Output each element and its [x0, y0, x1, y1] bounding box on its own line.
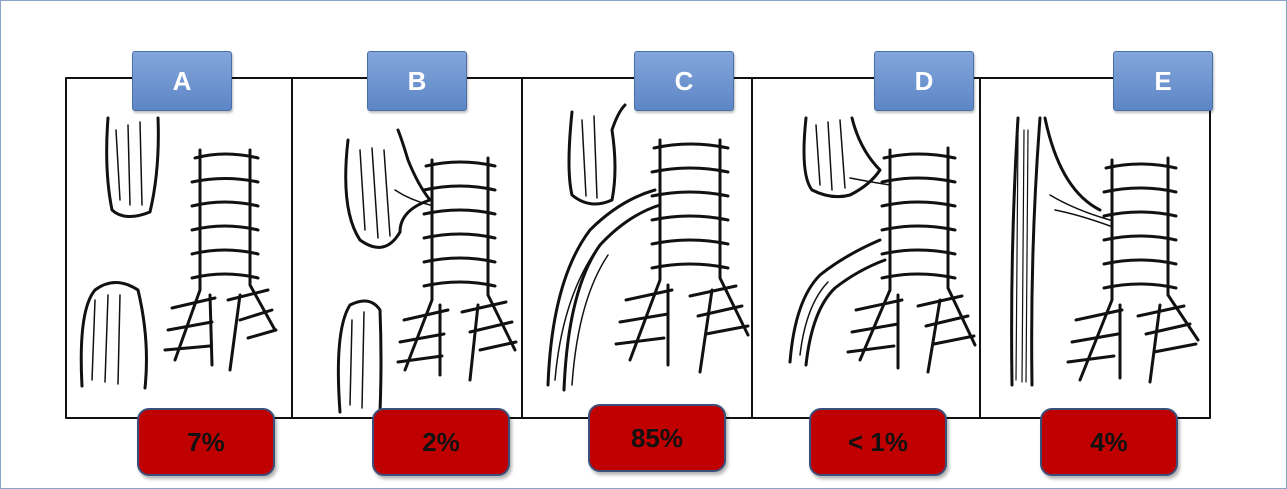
panel-b-label: B — [367, 51, 467, 111]
panel-e-label: E — [1113, 51, 1213, 111]
panel-a-drawing — [81, 118, 276, 388]
panel-e-percent: 4% — [1040, 408, 1178, 476]
panel-b-drawing — [338, 130, 516, 412]
panel-d-drawing — [790, 118, 975, 372]
panel-c-label: C — [634, 51, 734, 111]
panel-d-label: D — [874, 51, 974, 111]
panel-c-percent: 85% — [588, 404, 726, 472]
panel-d-percent: < 1% — [809, 408, 947, 476]
panel-e-drawing — [1012, 118, 1198, 385]
panel-c-drawing — [548, 105, 748, 390]
panel-a-label: A — [132, 51, 232, 111]
panel-a-percent: 7% — [137, 408, 275, 476]
panel-b-percent: 2% — [372, 408, 510, 476]
